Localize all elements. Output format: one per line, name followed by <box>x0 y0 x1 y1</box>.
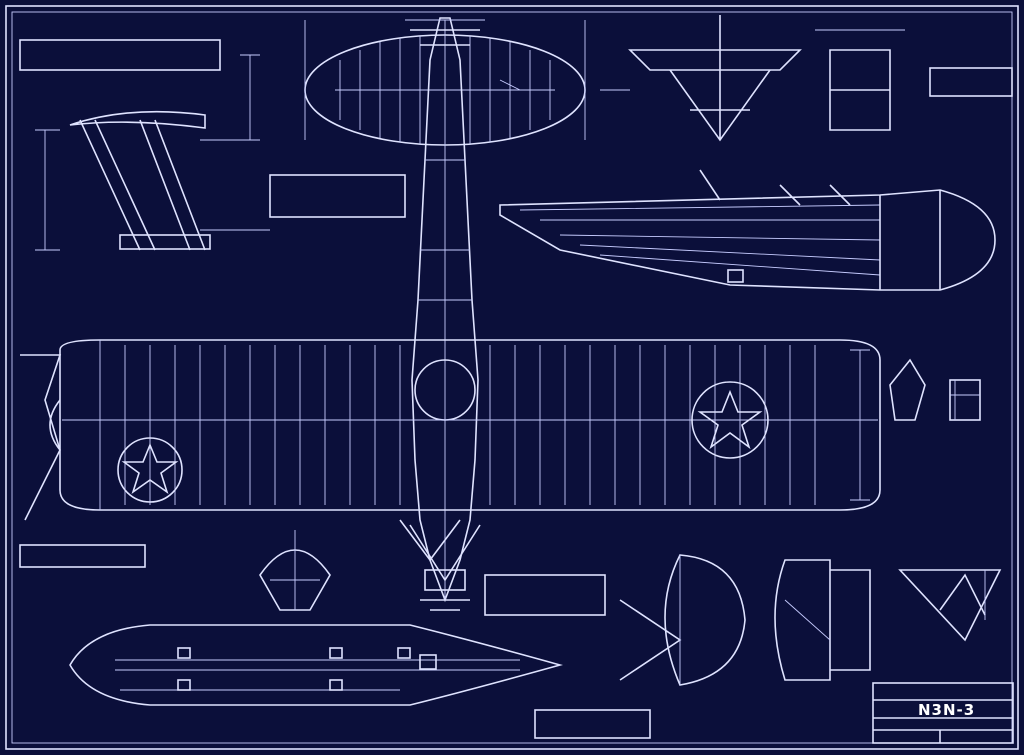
dimension-lines <box>240 54 986 620</box>
note-box-top-left <box>19 39 221 71</box>
fuselage-top-view <box>405 17 485 603</box>
tail-skid-detail <box>898 569 1002 642</box>
outer-frame <box>5 5 1019 750</box>
cabane-detail <box>628 15 905 142</box>
n-strut-detail <box>35 110 270 251</box>
rudder-side-view <box>619 554 746 686</box>
elevator-detail <box>774 559 871 681</box>
fitting-details-right <box>889 358 981 421</box>
note-box-center <box>484 574 606 616</box>
note-box-upper-right <box>929 67 1013 97</box>
note-box-strut <box>269 174 406 218</box>
landing-gear-front <box>399 519 481 611</box>
inner-frame <box>11 11 1013 744</box>
main-wing-top-view <box>20 339 881 521</box>
fan-section-detail <box>259 530 331 611</box>
note-box-bottom <box>534 709 651 739</box>
float-top-view <box>69 624 563 706</box>
title-block <box>872 682 1014 744</box>
aircraft-designation: N3N-3 <box>918 701 976 719</box>
note-box-left <box>19 544 146 568</box>
fuselage-side-view <box>499 169 996 291</box>
